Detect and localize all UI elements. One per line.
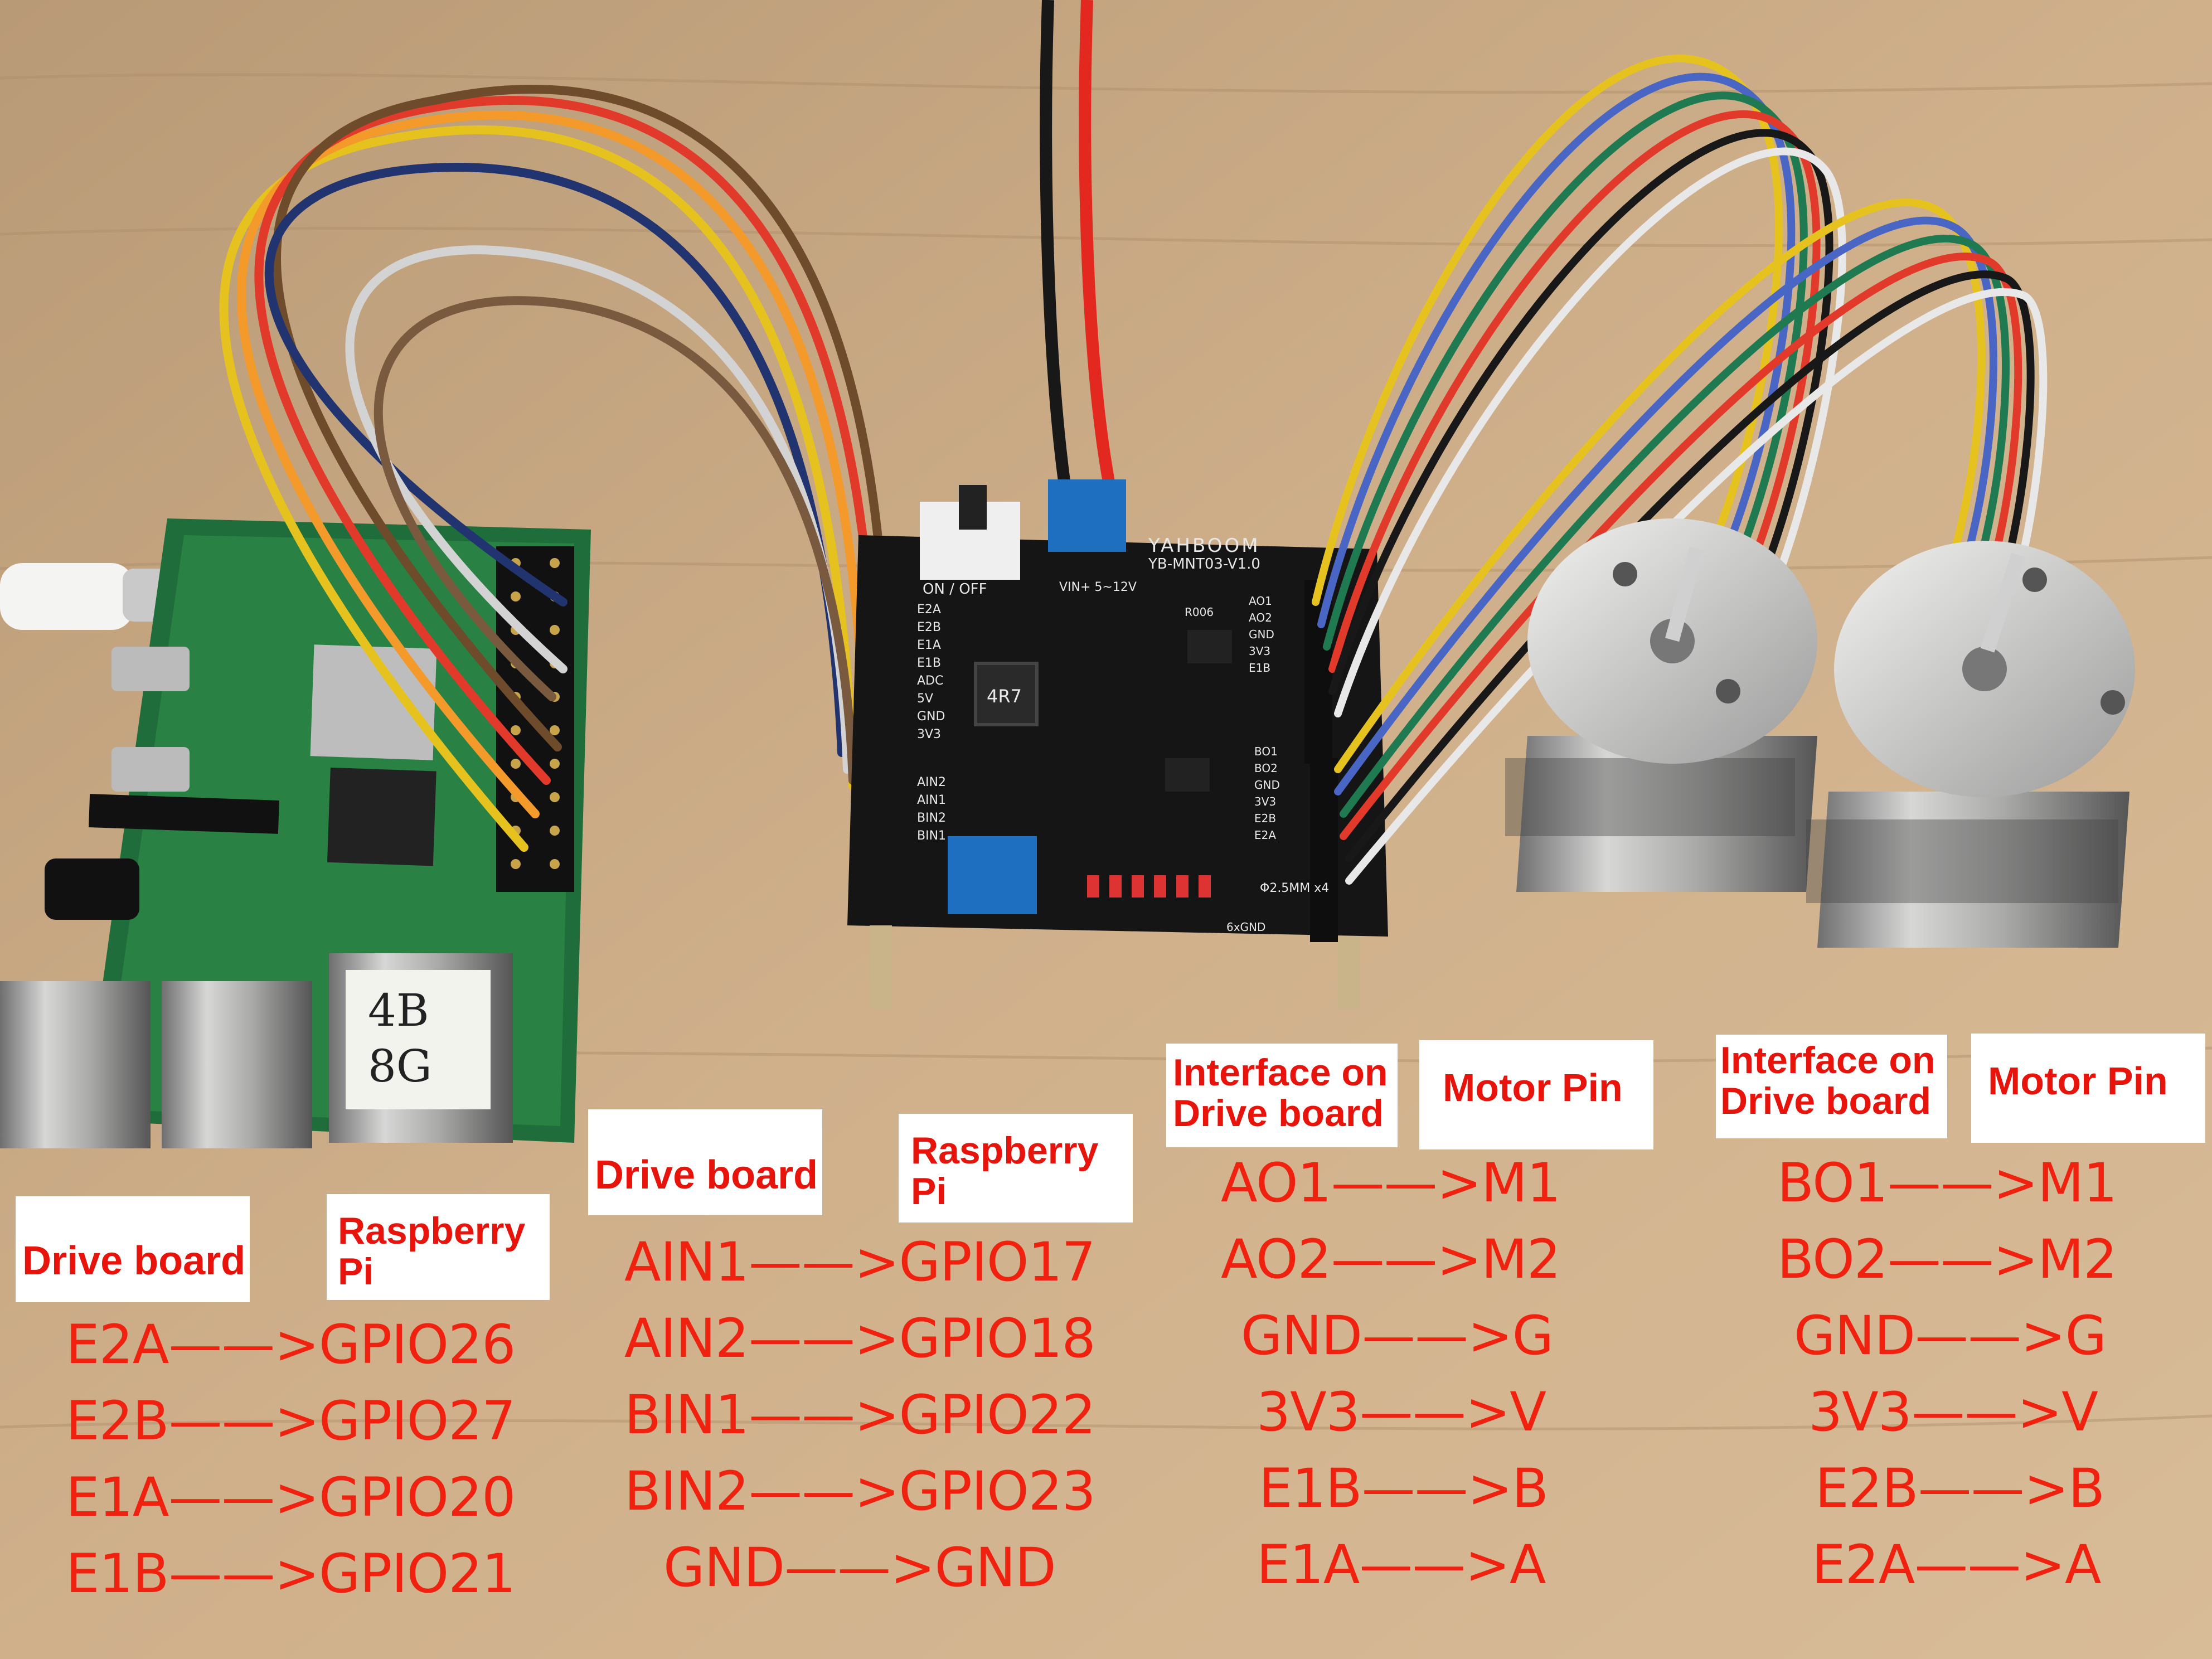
motor-wires <box>1312 54 2048 885</box>
mapping-row: E1A——>A <box>1257 1534 1546 1596</box>
pi-soc <box>310 644 437 760</box>
mapping-row: BO2——>M2 <box>1777 1228 2117 1291</box>
usb-a-port <box>0 981 151 1148</box>
pin-label: E1B <box>917 656 941 670</box>
pin-label: BO1 <box>1254 745 1278 758</box>
mapping-row: E2B——>B <box>1815 1457 2105 1520</box>
mapping-row: E1B——>B <box>1259 1457 1549 1520</box>
mapping-row: E1A——>GPIO20 <box>66 1466 516 1529</box>
mapping-list: BO1——>M1 BO2——>M2 GND——>G 3V3——>V E2B——>… <box>1777 1145 2117 1603</box>
mapping-list: AO1——>M1 AO2——>M2 GND——>G 3V3——>V E1B——>… <box>1221 1145 1561 1603</box>
audio-jack <box>45 858 139 920</box>
board-standoff <box>1338 937 1360 1009</box>
pin-label: AO1 <box>1249 594 1272 608</box>
header-interface-on-drive-board: Interface on Drive board <box>1166 1044 1398 1147</box>
mapping-list: E2A——>GPIO26 E2B——>GPIO27 E1A——>GPIO20 E… <box>66 1307 516 1612</box>
pin-label: AO2 <box>1249 611 1272 624</box>
mapping-row: BIN2——>GPIO23 <box>624 1460 1096 1522</box>
pin-label: E2B <box>917 620 941 634</box>
pin-label: GND <box>1254 778 1280 792</box>
mapping-row: E1B——>GPIO21 <box>66 1542 516 1605</box>
header-drive-board: Drive board <box>16 1196 250 1302</box>
mapping-row: AO1——>M1 <box>1221 1152 1561 1214</box>
pin-label: AIN2 <box>917 775 946 789</box>
model-label: YB-MNT03-V1.0 <box>1148 556 1260 573</box>
mapping-list: AIN1——>GPIO17 AIN2——>GPIO18 BIN1——>GPIO2… <box>624 1224 1096 1606</box>
mapping-row: AO2——>M2 <box>1221 1228 1561 1291</box>
holes-label: Φ2.5MM x4 <box>1260 881 1329 895</box>
mapping-row: E2A——>GPIO26 <box>66 1313 516 1376</box>
pin-label: BIN2 <box>917 811 946 825</box>
pin-label: 3V3 <box>917 727 941 741</box>
pi-jumper-wires <box>219 85 891 852</box>
mapping-row: E2B——>GPIO27 <box>66 1390 516 1452</box>
mapping-row: 3V3——>V <box>1808 1381 2098 1443</box>
pi-sticker-text: 4B <box>368 984 429 1036</box>
mapping-row: GND——>G <box>1241 1304 1554 1367</box>
switch-label: ON / OFF <box>923 581 987 598</box>
pin-label: 3V3 <box>1249 644 1270 658</box>
dc-motor-b <box>1806 541 2135 948</box>
pin-label: BIN1 <box>917 829 946 843</box>
header-raspberry-pi: Raspberry Pi <box>899 1114 1133 1223</box>
header-drive-board: Drive board <box>588 1109 822 1215</box>
pin-label: BO2 <box>1254 761 1278 775</box>
power-label: VIN+ 5~12V <box>1059 580 1137 594</box>
usb-a-port <box>162 981 312 1148</box>
pin-label: E1B <box>1249 661 1270 675</box>
brand-label: YAHBOOM <box>1148 535 1260 557</box>
pin-label: AIN1 <box>917 793 946 807</box>
pin-label: GND <box>1249 628 1274 641</box>
header-interface-on-drive-board: Interface on Drive board <box>1716 1035 1947 1138</box>
mapping-row: BO1——>M1 <box>1777 1152 2117 1214</box>
pin-label: 3V3 <box>1254 795 1276 808</box>
pin-label: E2B <box>1254 812 1276 825</box>
board-standoff <box>870 925 892 1009</box>
pin-label: ADC <box>917 674 943 688</box>
mapping-row: E2A——>A <box>1812 1534 2102 1596</box>
mapping-row: AIN1——>GPIO17 <box>624 1231 1096 1293</box>
pi-sticker <box>346 970 491 1109</box>
power-wires <box>1040 0 1115 486</box>
header-motor-pin: Motor Pin <box>1419 1040 1653 1149</box>
pin-label: GND <box>917 710 945 724</box>
pin-label: E2A <box>1254 828 1276 842</box>
gnd-header-pins <box>1087 875 1211 898</box>
inductor-label: 4R7 <box>987 686 1022 707</box>
mapping-row: GND——>GND <box>663 1536 1056 1599</box>
pi-sticker-text-2: 8G <box>368 1040 432 1092</box>
header-raspberry-pi: Raspberry Pi <box>327 1194 550 1300</box>
motor-driver-board: ON / OFF YAHBOOM YB-MNT03-V1.0 VIN+ 5~12… <box>847 479 1388 1009</box>
mapping-row: GND——>G <box>1794 1304 2107 1367</box>
gnd-header-label: 6xGND <box>1226 920 1265 934</box>
right-header-b <box>1310 758 1338 942</box>
mapping-row: BIN1——>GPIO22 <box>624 1384 1096 1446</box>
dc-motor-a <box>1505 518 1817 892</box>
pin-label: E2A <box>917 603 941 617</box>
mapping-row: 3V3——>V <box>1257 1381 1546 1443</box>
header-motor-pin: Motor Pin <box>1971 1034 2205 1143</box>
mapping-row: AIN2——>GPIO18 <box>624 1307 1096 1370</box>
pin-label: 5V <box>917 692 933 706</box>
power-terminal <box>1048 479 1126 552</box>
motor-terminal <box>948 836 1037 914</box>
inductor <box>974 662 1039 726</box>
resistor-label: R006 <box>1185 605 1214 619</box>
micro-hdmi-port <box>111 647 190 691</box>
pin-label: E1A <box>917 638 941 652</box>
